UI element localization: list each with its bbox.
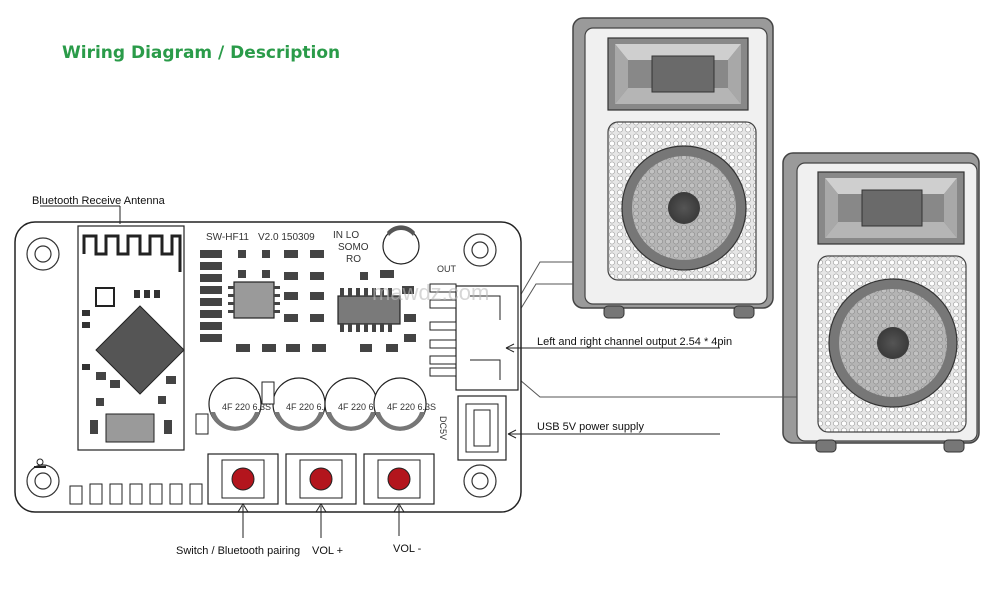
- usb-label: USB 5V power supply: [537, 421, 644, 433]
- switch-label: Switch / Bluetooth pairing: [176, 545, 301, 557]
- board-out-label: OUT: [437, 264, 457, 274]
- board-dc-label: DC5V: [438, 416, 448, 440]
- svg-text:4F 220 6.3S: 4F 220 6.3S: [286, 402, 335, 412]
- vol-up-button[interactable]: [285, 453, 357, 505]
- speaker-right: [782, 152, 980, 453]
- svg-text:4F 220 6.3S: 4F 220 6.3S: [222, 402, 271, 412]
- speaker-wires: [519, 261, 797, 398]
- vol-up-label: VOL +: [312, 545, 344, 557]
- output-header: [429, 283, 519, 391]
- speaker-left: [572, 17, 774, 319]
- board-pins-bot: RO: [346, 254, 361, 265]
- dip-ic: [337, 288, 401, 332]
- board-pins-top: IN LO: [333, 230, 359, 241]
- mounting-hole: [26, 233, 497, 498]
- svg-text:4F 220 6.3S: 4F 220 6.3S: [387, 402, 436, 412]
- page-title: Wiring Diagram / Description: [62, 43, 341, 63]
- svg-text:4F 220 6.3S: 4F 220 6.3S: [338, 402, 387, 412]
- callout-arrows: [237, 343, 720, 538]
- board-model: SW-HF11: [206, 232, 249, 243]
- square-ic: [228, 281, 280, 319]
- electrolytic-capacitors: 4F 220 6.3S 4F 220 6.3S 4F 220 6.3S 4F 2…: [208, 377, 436, 431]
- pcb-board: SW-HF11 V2.0 150309 IN LO SOMO RO OUT DC…: [14, 205, 522, 513]
- output-label: Left and right channel output 2.54 * 4pi…: [537, 336, 733, 348]
- bluetooth-module: [77, 225, 185, 451]
- board-version: V2.0 150309: [258, 232, 315, 243]
- board-pins-mid: SOMO: [338, 242, 369, 253]
- vol-down-label: VOL -: [393, 543, 422, 555]
- watermark: mawdz.com: [372, 280, 489, 305]
- antenna-label: Bluetooth Receive Antenna: [32, 195, 165, 207]
- switch-button[interactable]: [207, 453, 279, 505]
- vol-down-button[interactable]: [363, 453, 435, 505]
- usb-connector: [457, 395, 507, 461]
